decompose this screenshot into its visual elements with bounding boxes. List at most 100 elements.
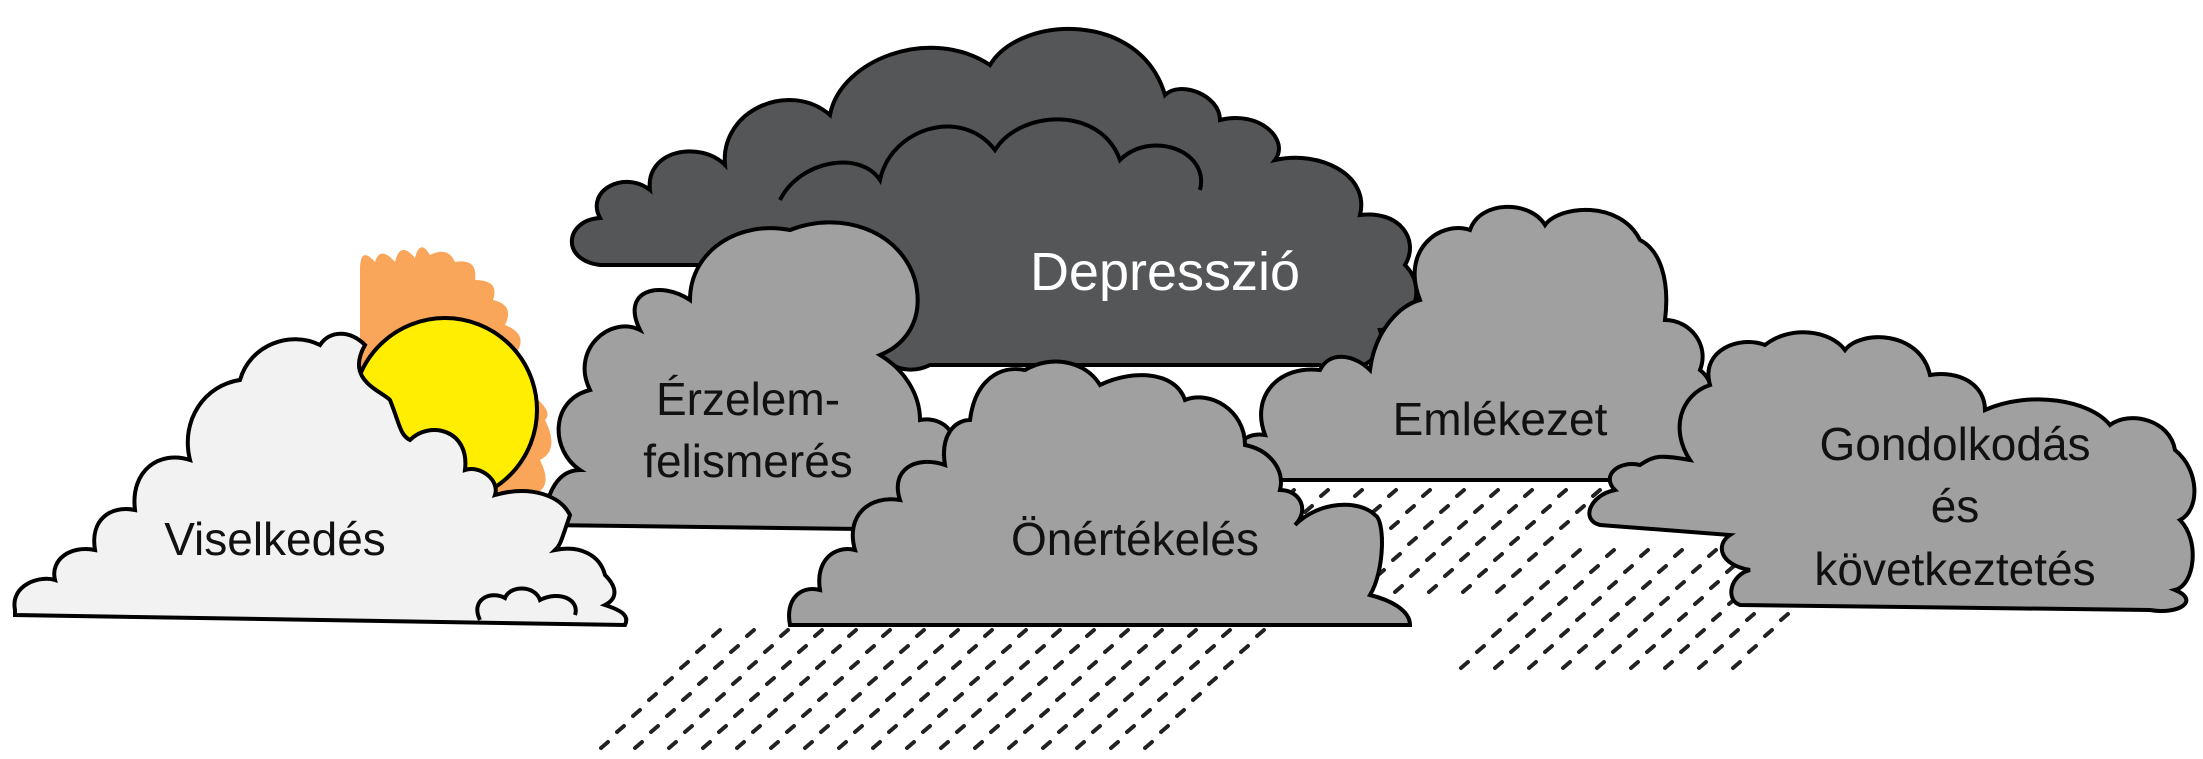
- rain-streak: [1555, 564, 1566, 574]
- rain-streak: [937, 708, 948, 718]
- rain-streak: [987, 692, 998, 702]
- rain-streak: [933, 644, 944, 654]
- cloud-behavior: Viselkedés: [12, 331, 629, 628]
- rain-streak: [1489, 488, 1500, 498]
- rain-streak: [1087, 660, 1098, 670]
- rain-streak: [735, 740, 746, 750]
- rain-streak: [699, 708, 710, 718]
- rain-streak: [713, 660, 724, 670]
- rain-streak: [733, 708, 744, 718]
- rain-streak: [1629, 660, 1640, 670]
- rain-streak: [1575, 612, 1586, 622]
- rain-streak: [663, 676, 674, 686]
- rain-streak: [1319, 488, 1330, 498]
- rain-streak: [715, 692, 726, 702]
- cloud-thinking-label-line3: következtetés: [1814, 543, 2095, 595]
- rain-streak: [1239, 644, 1250, 654]
- rain-streak: [1779, 612, 1790, 622]
- rain-streak: [649, 724, 660, 734]
- rain-streak: [935, 676, 946, 686]
- rain-streak: [1511, 568, 1522, 578]
- rain-streak: [745, 628, 756, 638]
- rain-streak: [1019, 660, 1030, 670]
- rain-streak: [1459, 660, 1470, 670]
- rain-streak: [1455, 488, 1466, 498]
- rain-streak: [679, 660, 690, 670]
- rain-streak: [1625, 596, 1636, 606]
- rain-streak: [1523, 596, 1534, 606]
- rain-streak: [1561, 660, 1572, 670]
- rain-streak: [1707, 548, 1718, 558]
- rain-streak: [683, 724, 694, 734]
- rain-streak: [803, 740, 814, 750]
- rain-streak: [1073, 708, 1084, 718]
- rain-streak: [731, 676, 742, 686]
- rain-streak: [1539, 580, 1550, 590]
- rain-streak: [1477, 568, 1488, 578]
- rain-streak: [853, 724, 864, 734]
- rain-streak: [1039, 708, 1050, 718]
- rain-streak: [1139, 676, 1150, 686]
- rain-streak: [1589, 564, 1600, 574]
- rain-streak: [1427, 584, 1438, 594]
- rain-streak: [1591, 596, 1602, 606]
- rain-streak: [1057, 724, 1068, 734]
- rain-streak: [951, 660, 962, 670]
- rain-streak: [1475, 536, 1486, 546]
- cloud-thinking: Gondolkodás és következtetés: [1587, 330, 2197, 613]
- rain-streak: [1191, 692, 1202, 702]
- rain-streak: [1051, 628, 1062, 638]
- rain-streak: [1157, 692, 1168, 702]
- rain-streak: [1159, 724, 1170, 734]
- rain-streak: [1255, 628, 1266, 638]
- rain-streak: [939, 740, 950, 750]
- rain-streak: [971, 708, 982, 718]
- rain-streak: [747, 660, 758, 670]
- rain-streak: [837, 740, 848, 750]
- rain-streak: [833, 676, 844, 686]
- rain-streak: [765, 676, 776, 686]
- rain-streak: [901, 676, 912, 686]
- rain-streak: [615, 724, 626, 734]
- rain-streak: [1491, 520, 1502, 530]
- rain-streak: [1075, 740, 1086, 750]
- rain-streak: [751, 724, 762, 734]
- rain-streak: [1439, 504, 1450, 514]
- rain-streak: [1421, 488, 1432, 498]
- cloud-thinking-label-line2: és: [1931, 480, 1980, 532]
- rain-streak: [1405, 504, 1416, 514]
- rain-streak: [1639, 548, 1650, 558]
- rain-streak: [1745, 612, 1756, 622]
- rain-streak: [899, 644, 910, 654]
- rain-streak: [847, 628, 858, 638]
- rain-streak: [667, 740, 678, 750]
- rain-streak: [1005, 708, 1016, 718]
- rain-streak: [1105, 676, 1116, 686]
- rain-streak: [1571, 548, 1582, 558]
- rain-streak: [1627, 628, 1638, 638]
- cloud-emotion-shape: [542, 220, 963, 533]
- rain-streak: [1595, 660, 1606, 670]
- cloud-emotion-label-line1: Érzelem-: [656, 373, 840, 425]
- rain-streak: [887, 724, 898, 734]
- rain-streak: [1409, 568, 1420, 578]
- rain-streak: [1459, 552, 1470, 562]
- cloud-memory-label: Emlékezet: [1393, 393, 1608, 445]
- cloud-selfesteem-label: Önértékelés: [1011, 513, 1259, 565]
- rain-streak: [1697, 660, 1708, 670]
- rain-streak: [1541, 612, 1552, 622]
- rain-streak: [801, 708, 812, 718]
- cloud-behavior-label: Viselkedés: [164, 513, 386, 565]
- rain-streak: [917, 660, 928, 670]
- rain-streak: [1221, 628, 1232, 638]
- rain-streak: [647, 692, 658, 702]
- rain-streak: [1441, 536, 1452, 546]
- rain-streak: [729, 644, 740, 654]
- cloud-depression: Depresszió: [569, 26, 1419, 372]
- rain-streak: [1387, 488, 1398, 498]
- rain-streak: [1709, 580, 1720, 590]
- rain-streak: [1607, 580, 1618, 590]
- rain-streak: [1541, 504, 1552, 514]
- rain-streak: [921, 724, 932, 734]
- rain-streak: [849, 660, 860, 670]
